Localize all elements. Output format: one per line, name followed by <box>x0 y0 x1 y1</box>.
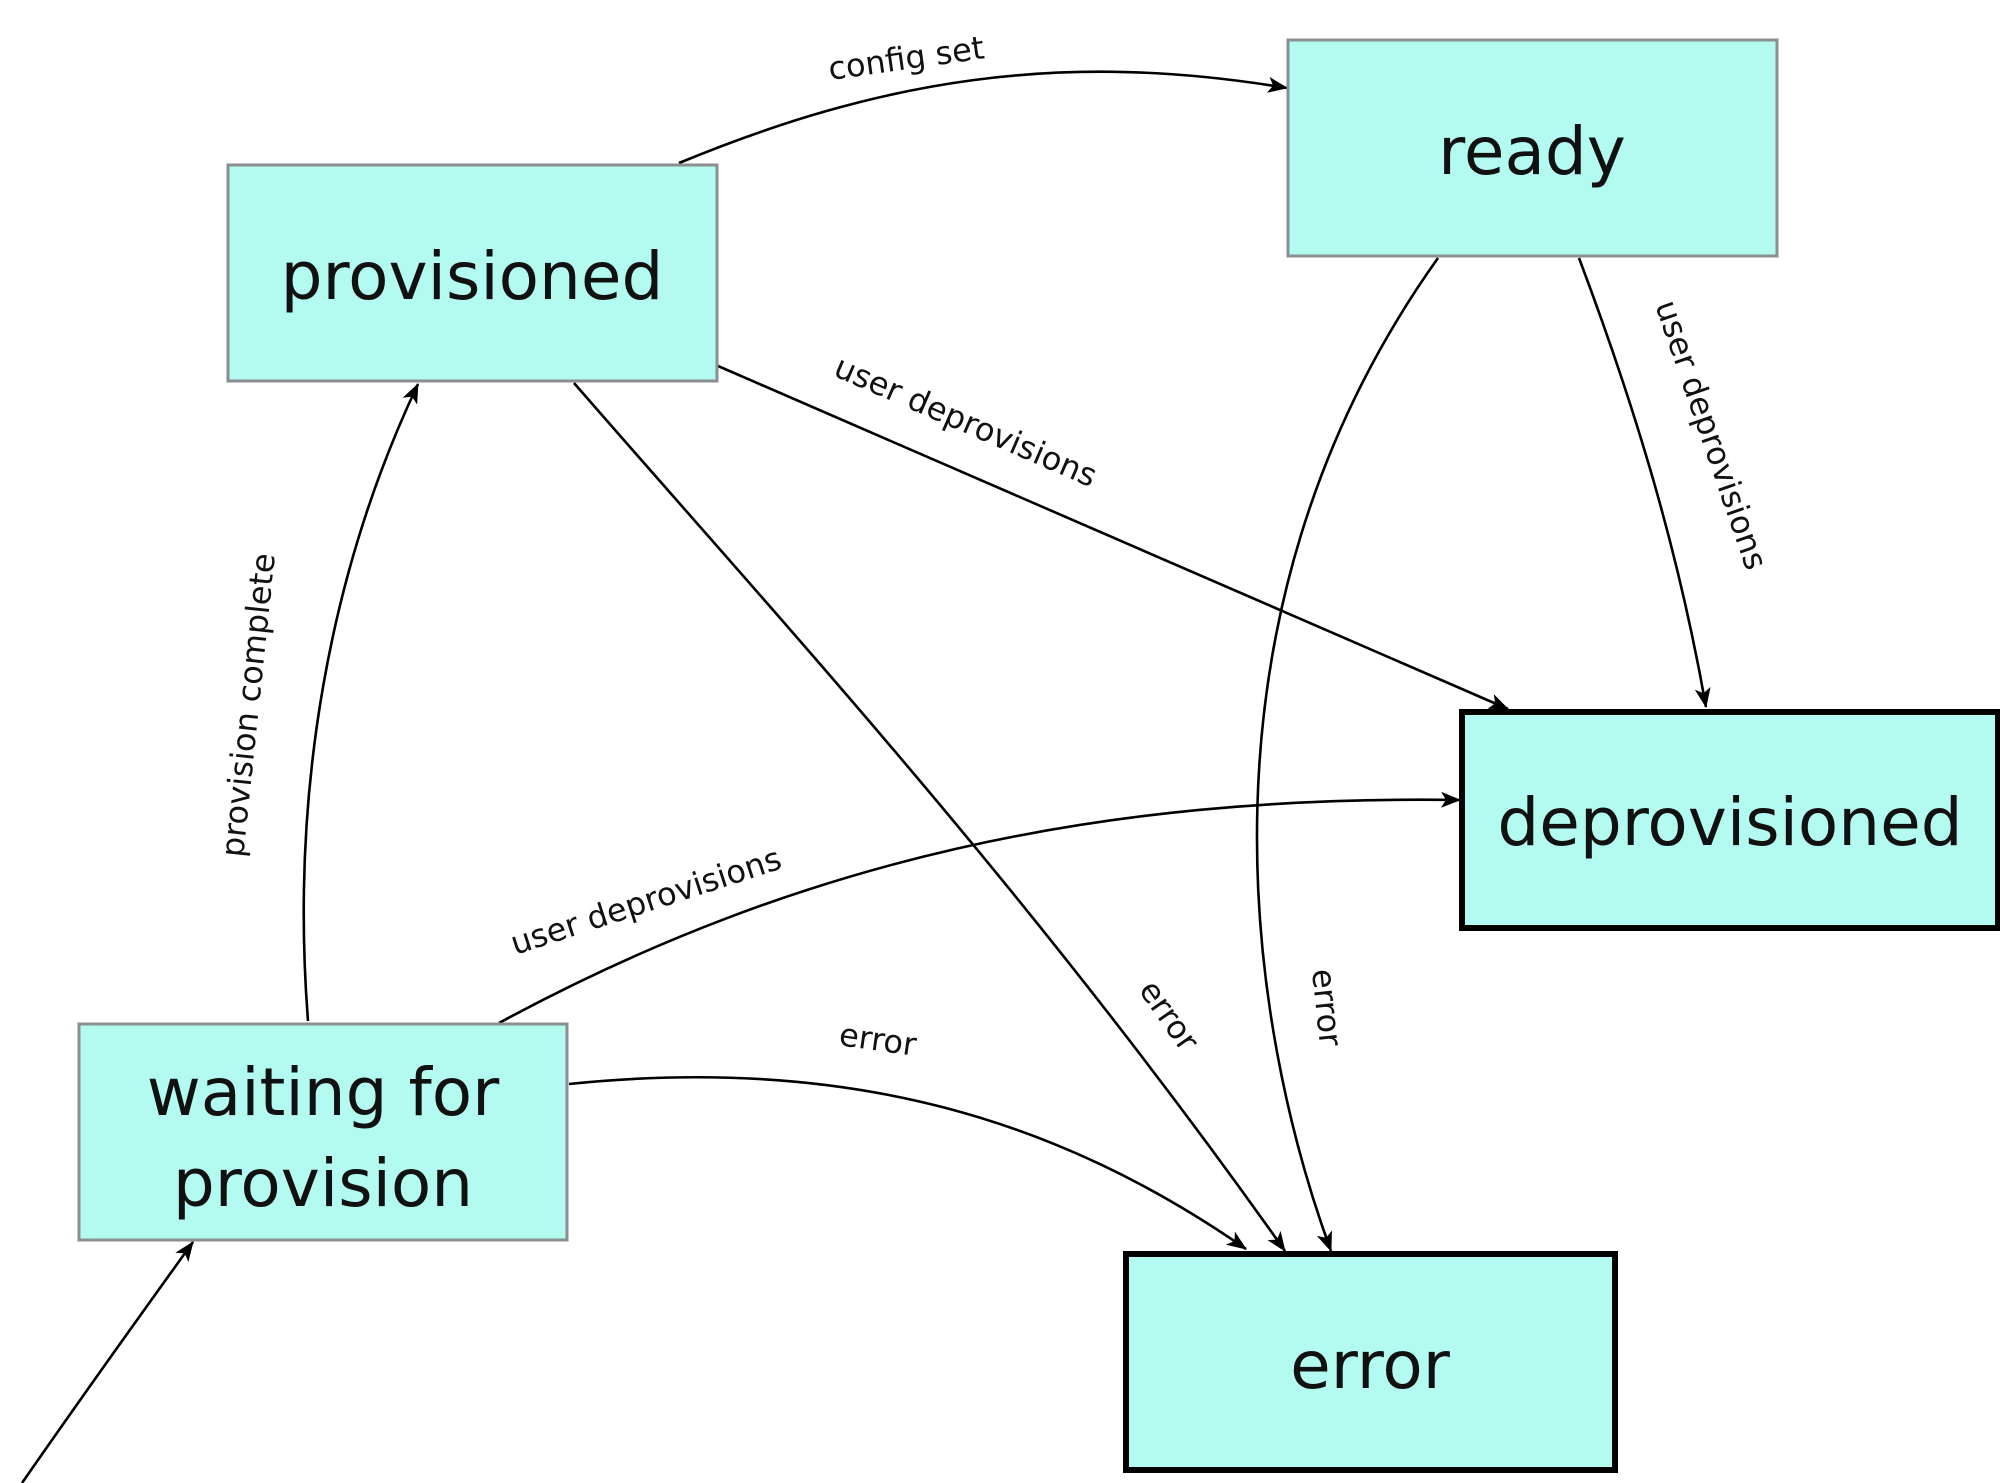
node-label: provisioned <box>281 238 664 315</box>
node-label-line-2: provision <box>173 1145 473 1222</box>
edge-initial <box>20 1241 195 1483</box>
node-provisioned: provisioned <box>226 163 719 383</box>
node-waiting-for-provision: waiting for provision <box>77 1022 569 1242</box>
node-label: deprovisioned <box>1497 784 1962 861</box>
edge-ready-deprovisions <box>1577 257 1711 708</box>
node-label: ready <box>1438 113 1626 190</box>
node-ready: ready <box>1286 38 1779 258</box>
edge-config-set <box>678 70 1288 165</box>
node-box <box>1286 38 1779 258</box>
edge-provisioned-error <box>573 382 1287 1252</box>
node-box <box>77 1022 569 1242</box>
edge-ready-error <box>1255 257 1440 1252</box>
node-deprovisioned: deprovisioned <box>1459 709 2000 931</box>
node-label: error <box>1290 1327 1451 1404</box>
node-box <box>226 163 719 383</box>
edge-label-config-set: config set <box>826 28 987 87</box>
node-box <box>1123 1251 1618 1473</box>
node-error: error <box>1123 1251 1618 1473</box>
edge-label-ready-error: error <box>1304 967 1350 1049</box>
edge-label-provision-complete: provision complete <box>213 551 283 859</box>
edge-waiting-error <box>568 1075 1247 1251</box>
node-label-line-1: waiting for <box>147 1054 500 1131</box>
edge-label-waiting-error: error <box>837 1015 920 1064</box>
edge-provision-complete <box>302 383 420 1022</box>
edge-waiting-deprovisions <box>498 791 1461 1025</box>
node-box <box>1459 709 2000 931</box>
edge-label-waiting-deprovisions: user deprovisions <box>506 839 786 962</box>
edge-provisioned-deprovisions <box>717 364 1509 711</box>
edge-label-provisioned-error: error <box>1131 973 1207 1059</box>
